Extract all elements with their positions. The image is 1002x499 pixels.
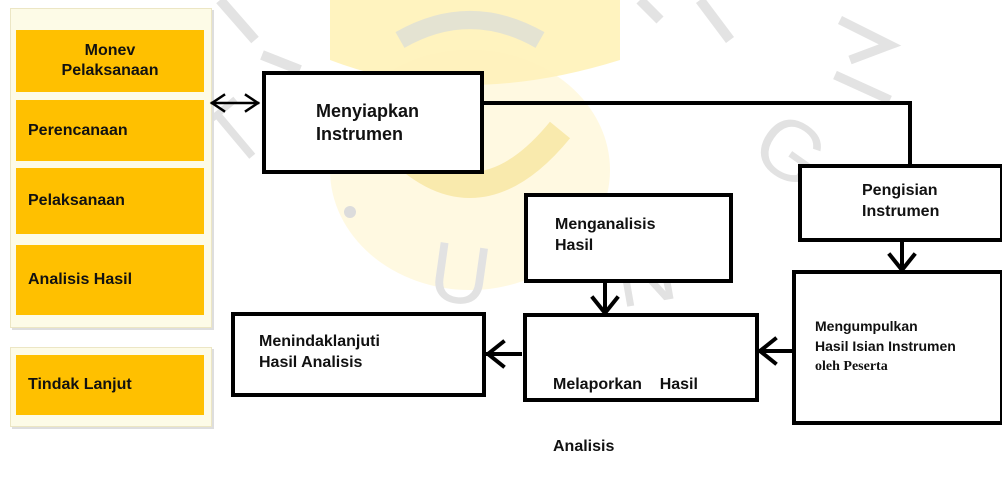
sidebar-item-label: Pelaksanaan (28, 192, 125, 209)
sidebar-item-tindak-lanjut: Tindak Lanjut (16, 355, 204, 415)
monev-pelaksanaan-header: Monev Pelaksanaan (16, 30, 204, 92)
box-menganalisis-hasil: Menganalisis Hasil (524, 193, 733, 283)
box-text-line: Analisis (553, 437, 615, 455)
sidebar-item-perencanaan: Perencanaan (16, 100, 204, 161)
sidebar-item-pelaksanaan: Pelaksanaan (16, 168, 204, 234)
box-menindaklanjuti-hasil-analisis: Menindaklanjuti Hasil Analisis (231, 312, 486, 397)
box-text-line: oleh Peserta (815, 358, 888, 374)
monev-title-line: Monev (84, 42, 136, 59)
flow-diagram: T G U N Monev Pelaksanaan Perencanaan Pe… (10, 0, 1002, 455)
box-melaporkan-hasil-analisis: Melaporkan Hasil Analisis (523, 313, 759, 455)
box-text-line: Instrumen (862, 202, 940, 220)
box-text-line: Hasil Isian Instrumen (815, 338, 956, 355)
box-text-line: Instrumen (316, 124, 404, 145)
box-text-line: Hasil (555, 236, 594, 254)
box-text-line: Menindaklanjuti (259, 333, 380, 350)
sidebar-item-label: Analisis Hasil (28, 271, 133, 288)
box-text-line: Hasil Analisis (259, 353, 363, 371)
box-menyiapkan-instrumen: Menyiapkan Instrumen (262, 71, 484, 174)
box-text-line: Pengisian (862, 182, 938, 199)
monev-title-line: Pelaksanaan (61, 62, 159, 79)
box-text-line: Menyiapkan (316, 101, 420, 121)
box-text-line: Mengumpulkan (815, 318, 918, 334)
sidebar-item-analisis-hasil: Analisis Hasil (16, 245, 204, 315)
box-text-line: Menganalisis (555, 216, 656, 233)
sidebar-item-label: Perencanaan (28, 121, 128, 139)
sidebar-item-label: Tindak Lanjut (28, 376, 132, 393)
box-text-line: Melaporkan Hasil (553, 375, 698, 393)
box-pengisian-instrumen: Pengisian Instrumen (798, 164, 1002, 242)
box-mengumpulkan-hasil: Mengumpulkan Hasil Isian Instrumen oleh … (792, 270, 1002, 425)
